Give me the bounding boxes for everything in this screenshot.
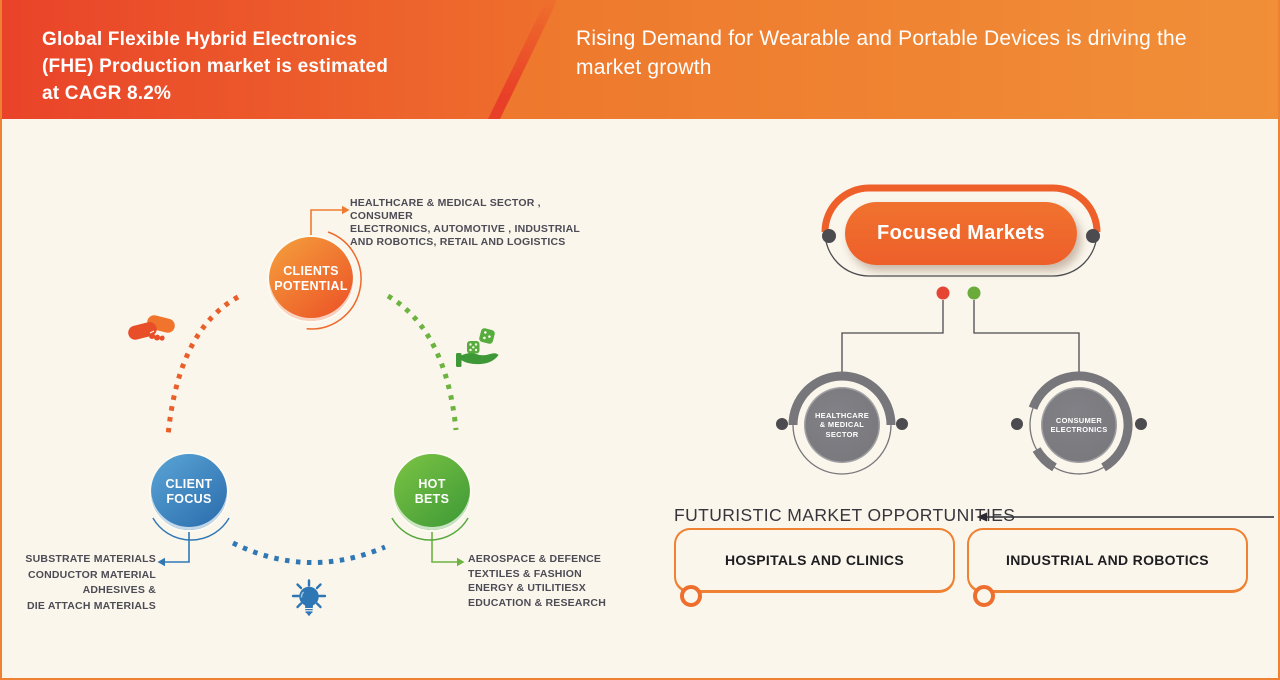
market-node-consumer-electronics: CONSUMER ELECTRONICS xyxy=(1041,387,1117,463)
corner-ring-icon xyxy=(680,585,702,607)
connector-clients-potential xyxy=(310,205,350,236)
header-right-panel xyxy=(499,0,1278,119)
dotted-arc-blue xyxy=(231,540,386,566)
cycle-node-label: HOT BETS xyxy=(414,477,450,506)
futuristic-title: FUTURISTIC MARKET OPPORTUNITIES xyxy=(674,505,1016,525)
cycle-node-clients-potential: CLIENTS POTENTIAL xyxy=(267,235,355,323)
focused-markets-label: Focused Markets xyxy=(877,222,1045,244)
header-title: Global Flexible Hybrid Electronics (FHE)… xyxy=(42,29,389,104)
handshake-icon xyxy=(128,315,175,341)
pill-right-dot xyxy=(1086,229,1100,243)
dotted-arc-green xyxy=(386,293,459,431)
cycle-node-label: CLIENTS POTENTIAL xyxy=(274,264,348,293)
opportunity-label: HOSPITALS AND CLINICS xyxy=(725,552,904,568)
opportunity-box-industrial: INDUSTRIAL AND ROBOTICS xyxy=(967,528,1248,607)
red-branch-dot xyxy=(936,286,950,300)
annotation-client-focus: SUBSTRATE MATERIALS CONDUCTOR MATERIAL A… xyxy=(25,553,156,612)
opportunity-box-hospitals: HOSPITALS AND CLINICS xyxy=(674,528,955,607)
cycle-node-label: CLIENT FOCUS xyxy=(165,477,213,506)
hand-dice-icon xyxy=(456,328,499,367)
header-subtitle: Rising Demand for Wearable and Portable … xyxy=(576,27,1187,79)
annotation-clients-potential: HEALTHCARE & MEDICAL SECTOR , CONSUMER E… xyxy=(350,197,581,248)
branch-connectors xyxy=(841,286,1080,374)
market-node-healthcare: HEALTHCARE & MEDICAL SECTOR xyxy=(804,387,880,463)
pill-left-dot xyxy=(822,229,836,243)
dotted-arc-orange xyxy=(165,294,240,437)
corner-ring-icon xyxy=(973,585,995,607)
lightbulb-icon xyxy=(291,579,327,617)
connector-client-focus xyxy=(157,531,190,567)
green-branch-dot xyxy=(967,286,981,300)
cycle-node-hot-bets: HOT BETS xyxy=(392,452,472,532)
market-node-label: HEALTHCARE & MEDICAL SECTOR xyxy=(814,410,870,439)
market-node-label: CONSUMER ELECTRONICS xyxy=(1050,415,1108,435)
focused-markets-pill: Focused Markets xyxy=(845,202,1077,265)
connector-hot-bets xyxy=(431,531,465,567)
annotation-hot-bets: AEROSPACE & DEFENCE TEXTILES & FASHION E… xyxy=(468,553,606,609)
header-banner: Global Flexible Hybrid Electronics (FHE)… xyxy=(2,0,1278,119)
cycle-node-client-focus: CLIENT FOCUS xyxy=(149,452,229,532)
opportunity-label: INDUSTRIAL AND ROBOTICS xyxy=(1006,552,1209,568)
futuristic-arrow xyxy=(976,512,1274,522)
